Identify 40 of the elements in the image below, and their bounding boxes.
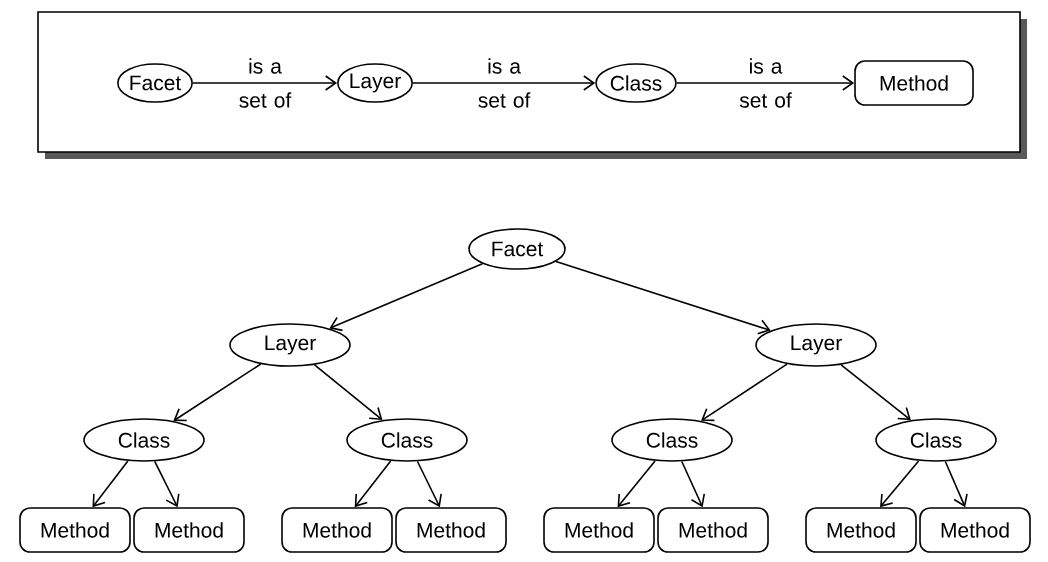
- rounded-box: Method: [281, 507, 393, 553]
- arrow: [555, 260, 771, 335]
- rounded-box: Method: [395, 507, 507, 553]
- arrow: [681, 460, 706, 508]
- arrow: [192, 75, 338, 91]
- arrow: [173, 363, 262, 422]
- ellipse-node: Layer: [229, 323, 351, 367]
- arrow: [416, 460, 442, 508]
- arrow: [412, 75, 596, 91]
- rounded-box: Method: [854, 60, 974, 106]
- ellipse-node: Class: [346, 418, 468, 462]
- rounded-box: Method: [805, 507, 917, 553]
- arrow: [701, 363, 788, 422]
- arrow: [92, 460, 129, 508]
- arrow: [840, 364, 911, 421]
- arrow: [313, 364, 383, 421]
- rounded-box: Method: [919, 507, 1031, 553]
- diagram-frame: [37, 11, 1027, 159]
- rounded-box: Method: [657, 507, 769, 553]
- arrow: [880, 460, 920, 508]
- edge-label: is a set of: [239, 58, 292, 108]
- arrow: [944, 460, 968, 508]
- ellipse-node: Class: [611, 418, 733, 462]
- arrow: [617, 460, 656, 508]
- arrow: [354, 460, 392, 508]
- ellipse-node: Class: [83, 418, 205, 462]
- ellipse-node: Layer: [337, 63, 413, 103]
- ellipse-node: Layer: [755, 323, 877, 367]
- arrow: [676, 75, 855, 91]
- edge-label: is a set of: [739, 58, 792, 108]
- ellipse-node: Facet: [468, 228, 566, 270]
- arrow: [329, 262, 484, 332]
- ellipse-node: Class: [595, 63, 677, 103]
- rounded-box: Method: [543, 507, 655, 553]
- ellipse-node: Facet: [117, 63, 193, 103]
- edge-label: is a set of: [478, 58, 531, 108]
- arrow: [153, 460, 180, 508]
- rounded-box: Method: [133, 507, 245, 553]
- ellipse-node: Class: [875, 418, 997, 462]
- rounded-box: Method: [19, 507, 131, 553]
